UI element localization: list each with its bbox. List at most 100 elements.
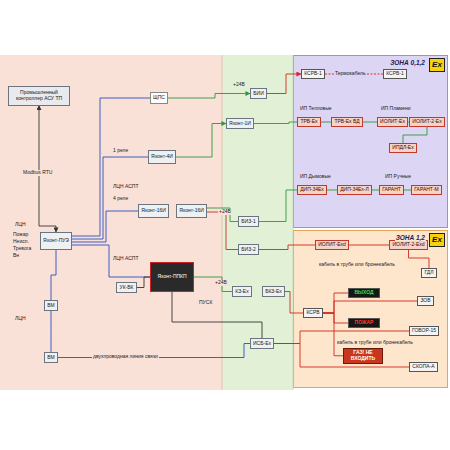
device-box: КЗ-Ех: [232, 286, 252, 297]
annotation-label: +24В: [218, 209, 232, 215]
annotation-label: Вн: [12, 253, 20, 259]
annotation-label: ЛЦН АСПТ: [112, 256, 139, 262]
junction-box: КСРВ-1: [383, 69, 407, 79]
detector-device: ДИП-34Ех-Л: [337, 185, 372, 195]
node-text: КЗ-Ех: [235, 289, 248, 295]
node-text: ТРВ-Ех ВД: [334, 119, 359, 125]
panel-device: ЩПС: [150, 92, 168, 104]
junction-box: ЗОВ: [417, 296, 434, 306]
device-box: Яхонт-4И: [148, 150, 176, 164]
connector-line: [323, 293, 348, 313]
junction-box: СКОПА-А: [409, 362, 438, 372]
node-text: ИОЛИТ-2-Ех: [412, 119, 441, 125]
device-box: Яхонт-ПУЭ: [40, 232, 72, 250]
node-text: БИИ: [253, 91, 263, 97]
node-text: Яхонт-16И: [179, 208, 204, 214]
node-text: ГДЛ: [424, 270, 433, 276]
annotation-label: ЛЦН: [14, 222, 27, 228]
node-text: Промышленный контроллер АСУ ТП: [11, 90, 67, 102]
connector-line: [323, 301, 417, 313]
node-text: Яхонт-16И: [141, 208, 166, 214]
node-text: ИОЛИТ-Ех: [380, 119, 405, 125]
connector-line: [72, 211, 138, 242]
node-text: ВМ: [47, 355, 55, 361]
node-text: ИОЛИТ-2-Exd: [392, 242, 424, 248]
ex-badge: Ex: [429, 233, 445, 247]
controller-rack: Промышленный контроллер АСУ ТП: [8, 86, 70, 106]
node-text: Ex: [432, 60, 442, 69]
light-sign: ВЫХОД: [348, 288, 380, 298]
connector-line: [254, 122, 297, 124]
junction-box: ГДЛ: [421, 268, 437, 278]
node-text: ГАЗ! НЕ ВХОДИТЬ: [346, 350, 380, 362]
node-text: ГАРАНТ-М: [414, 187, 439, 193]
node-text: ИПДЛ-Ех: [392, 145, 413, 151]
edge-label: двухпроводная линия связи: [92, 354, 159, 360]
annotation-label: ИП Ручные: [384, 174, 412, 180]
detector-device: ИПДЛ-Ех: [389, 143, 417, 153]
node-text: ЗОНА 0,1,2: [389, 59, 426, 66]
node-text: ПОЖАР: [355, 320, 374, 326]
node-text: ВЫХОД: [354, 290, 373, 296]
junction-box: КСРВ-1: [301, 69, 325, 79]
detector-device: ТРВ-Ех: [297, 117, 321, 127]
node-text: БИЗ-2: [241, 247, 255, 253]
node-text: Яхонт-ППКП: [157, 274, 186, 280]
annotation-label: кабель в трубе или бронекабель: [336, 340, 414, 346]
device-box: УК-ВК: [116, 282, 137, 293]
hazard-zone: ExИОЛИТ-Exd ИОЛИТ-2-ExdВЫХОД ГДЛ ЗОВ ПОЖАР ГО…: [293, 230, 448, 388]
connector-line: [409, 250, 430, 268]
connector-line: [259, 245, 315, 250]
connector-line: [207, 212, 238, 250]
annotation-label: кабель в трубе или бронекабель: [318, 262, 396, 268]
node-text: ЗОНА 1,2: [395, 234, 426, 241]
node-text: ГОВОР-15: [412, 328, 436, 334]
detector-device: ТРВ-Ех ВД: [331, 117, 363, 127]
hazard-zone: ExКСРВ-1 КСРВ-1ТРВ-Ех ТРВ-Ех ВД ИОЛИТ-Ех ИОЛ…: [293, 55, 448, 228]
node-text: Яхонт-4И: [151, 154, 173, 160]
annotation-label: +24В: [214, 280, 228, 286]
connector-line: [404, 190, 411, 191]
connector-line: [363, 122, 377, 123]
connector-line: [321, 122, 331, 123]
device-box: Яхонт-16И: [176, 204, 207, 218]
connector-line: [327, 190, 337, 191]
connector-line: [372, 190, 379, 191]
connector-line: [168, 94, 250, 99]
device-box: БКЗ-Ех: [262, 286, 285, 297]
connector-line: [323, 313, 343, 356]
barrier-band: [222, 55, 293, 390]
connector-line: [72, 245, 150, 277]
connector-line: [325, 74, 383, 75]
node-text: ТРВ-Ех: [300, 119, 317, 125]
connector-line: [285, 292, 303, 314]
node-text: СКОПА-А: [412, 364, 434, 370]
connector-line: [39, 106, 56, 233]
edge-label: Modbus RTU: [22, 170, 53, 176]
annotation-label: 1 реле: [112, 148, 129, 154]
control-panel: Яхонт-ППКП: [150, 262, 194, 292]
detector-device: ГАРАНТ: [379, 185, 404, 195]
connector-line: [259, 190, 297, 222]
node-text: ДИП-34Ех-Л: [340, 187, 369, 193]
detector-device: ИОЛИТ-2-Exd: [389, 240, 428, 250]
node-text: ДИП-34Ех: [300, 187, 324, 193]
node-text: КСРВ-1: [386, 71, 404, 77]
device-box: ИСБ-Ех: [250, 338, 274, 349]
junction-box: ГОВОР-15: [409, 326, 439, 336]
node-text: ИСБ-Ех: [253, 341, 271, 347]
annotation-label: ЛЦН АСПТ: [112, 184, 139, 190]
connector-line: [323, 313, 348, 323]
annotation-label: ИП Тепловые: [299, 106, 333, 112]
node-text: ВМ: [47, 303, 55, 309]
detector-device: ИОЛИТ-Exd: [315, 240, 349, 250]
node-text: БКЗ-Ех: [265, 289, 282, 295]
zone-area: [294, 56, 448, 228]
node-text: КСРВ-1: [304, 71, 322, 77]
annotation-label: +24В: [232, 82, 246, 88]
annotation-label: Тревога: [12, 246, 32, 252]
